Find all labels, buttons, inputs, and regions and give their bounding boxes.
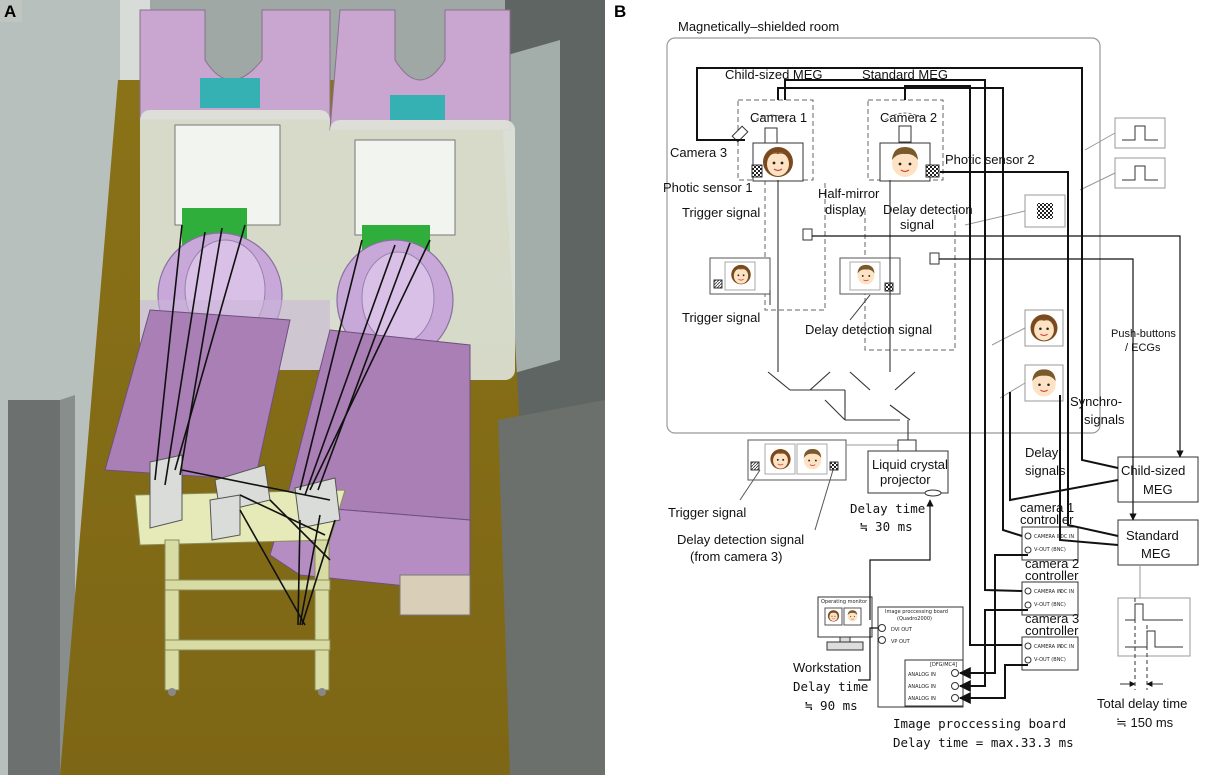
total-delay-label: Total delay time (1097, 696, 1187, 711)
trigger-signal-label-mid: Trigger signal (682, 310, 760, 325)
photic-sensor-1-icon (751, 164, 763, 178)
svg-text:CAMERA IN: CAMERA IN (1034, 644, 1062, 650)
camera-2-controller: CAMERA IN V-OUT (BNC) DC IN (1021, 581, 1079, 616)
workstation-label: Workstation (793, 660, 861, 675)
svg-text:CAMERA IN: CAMERA IN (1034, 534, 1062, 540)
camera-3-controller-label-2: controller (1025, 623, 1079, 638)
camera-2-controller-label-1: camera 2 (1025, 556, 1079, 571)
meg-unit-standard (329, 9, 515, 380)
delay-signals-label-2: signals (1025, 463, 1066, 478)
panel-letter-a: A (4, 2, 16, 21)
projector-label-2: projector (880, 472, 931, 487)
svg-text:DC IN: DC IN (1060, 589, 1074, 595)
svg-text:VP OUT: VP OUT (891, 639, 911, 645)
projector-delay-label: Delay time (850, 501, 925, 516)
standard-meg-box (1117, 519, 1199, 566)
camera-3-label: Camera 3 (670, 145, 727, 160)
half-mirror-label-1: Half-mirror (818, 186, 880, 201)
svg-text:Image proccessing board: Image proccessing board (885, 609, 948, 615)
camera-1-controller: CAMERA IN V-OUT (BNC) DC IN (1021, 526, 1079, 561)
svg-text:ANALOG IN: ANALOG IN (908, 684, 936, 690)
projector-delay-value: ≒ 30 ms (860, 519, 913, 534)
svg-text:V-OUT (BNC): V-OUT (BNC) (1034, 657, 1066, 663)
svg-text:V-OUT (BNC): V-OUT (BNC) (1034, 602, 1066, 608)
camera-3-controller-label-1: camera 3 (1025, 611, 1079, 626)
projector-label-1: Liquid crystal (872, 457, 948, 472)
panel-b-schematic: B Magnetically–shielded room Child-sized… (614, 2, 1199, 750)
camera-2-icon (898, 125, 912, 143)
total-delay-value: ≒ 150 ms (1116, 715, 1174, 730)
board-delay-label: Delay time = max.33.3 ms (893, 735, 1074, 750)
push-buttons-label-1: Push-buttons (1111, 328, 1176, 340)
signal-cables (696, 67, 1119, 704)
panel-letter-b: B (614, 2, 626, 21)
standard-meg-top-label: Standard MEG (862, 67, 948, 82)
photic-sensor-1-label: Photic sensor 1 (663, 180, 753, 195)
camera-1-controller-label-2: controller (1020, 512, 1074, 527)
push-buttons-label-2: / ECGs (1125, 342, 1161, 354)
camera-3-icon (731, 125, 749, 143)
board-label: Image proccessing board (893, 716, 1066, 731)
svg-text:CAMERA IN: CAMERA IN (1034, 589, 1062, 595)
operating-monitor-icon: Operating monitor (817, 596, 873, 651)
mirror-1 (149, 454, 183, 529)
delay-signals-label-1: Delay (1025, 445, 1059, 460)
svg-text:(Quadro2000): (Quadro2000) (897, 616, 932, 622)
svg-text:Operating monitor: Operating monitor (821, 599, 868, 605)
svg-text:ANALOG IN: ANALOG IN (908, 696, 936, 702)
svg-text:DC IN: DC IN (1060, 644, 1074, 650)
panel-a-rendering: A (0, 0, 605, 775)
svg-text:V-OUT (BNC): V-OUT (BNC) (1034, 547, 1066, 553)
svg-text:DVI OUT: DVI OUT (891, 627, 913, 633)
child-meg-box-label-2: MEG (1143, 482, 1173, 497)
photic-sensor-2-label: Photic sensor 2 (945, 152, 1035, 167)
delay-detection-signal-mid: Delay detection signal (805, 322, 932, 337)
camera-3-controller: CAMERA IN V-OUT (BNC) DC IN (1021, 636, 1079, 671)
photic-sensor-2-icon (925, 164, 940, 178)
shielded-room-label: Magnetically–shielded room (678, 19, 839, 34)
child-meg-top-label: Child-sized MEG (725, 67, 823, 82)
workstation-delay-label: Delay time (793, 679, 868, 694)
projector-box (867, 450, 949, 494)
projection-rays (154, 224, 431, 626)
child-meg-box (1117, 456, 1199, 503)
trigger-signal-label-top: Trigger signal (682, 205, 760, 220)
synchro-label-2: signals (1084, 412, 1125, 427)
workstation-delay-value: ≒ 90 ms (805, 698, 858, 713)
svg-text:[DFG/MC4]: [DFG/MC4] (930, 662, 957, 668)
delay-detection-signal-bottom-2: (from camera 3) (690, 549, 782, 564)
trigger-signal-label-bottom: Trigger signal (668, 505, 746, 520)
standard-meg-box-label-1: Standard (1126, 528, 1179, 543)
delay-detection-label-2: signal (900, 217, 934, 232)
svg-text:ANALOG IN: ANALOG IN (908, 672, 936, 678)
camera-2-controller-label-2: controller (1025, 568, 1079, 583)
delay-detection-label-1: Delay detection (883, 202, 973, 217)
half-mirror-label-2: display (825, 202, 866, 217)
camera-1-icon (764, 127, 778, 145)
svg-text:DC IN: DC IN (1060, 534, 1074, 540)
delay-detection-signal-bottom: Delay detection signal (677, 532, 804, 547)
child-meg-box-label-1: Child-sized (1121, 463, 1185, 478)
standard-meg-box-label-2: MEG (1141, 546, 1171, 561)
camera-1-label: Camera 1 (750, 110, 807, 125)
synchro-label-1: Synchro- (1070, 394, 1122, 409)
camera-2-label: Camera 2 (880, 110, 937, 125)
